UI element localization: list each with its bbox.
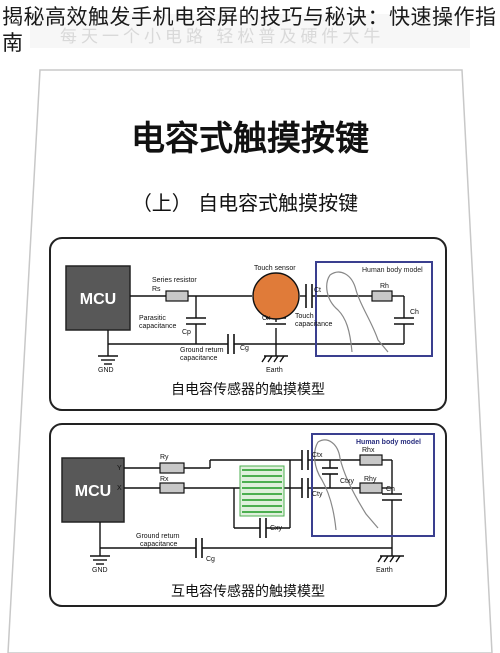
finger-outline — [326, 271, 389, 353]
ground-return-label-2a: Ground return — [136, 533, 180, 540]
ch-label: Ch — [410, 309, 419, 316]
capacitor-cty — [301, 478, 309, 498]
ch-label-2: Ch — [386, 486, 395, 493]
mcu-label-2: MCU — [75, 483, 111, 500]
subtitle: （上） 自电容式触摸按键 — [132, 191, 358, 215]
ground-return-label-1: Ground return — [180, 347, 224, 354]
touch-capacitance-label-2: capacitance — [295, 321, 332, 328]
rh-label: Rh — [380, 283, 389, 290]
x-pin-label: X — [117, 485, 122, 492]
y-pin-label: Y — [117, 465, 122, 472]
resistor-rhy — [359, 482, 383, 494]
gnd-label-2: GND — [92, 567, 108, 574]
top-banner — [30, 14, 470, 48]
ground-return-label-2b: capacitance — [140, 541, 177, 548]
cty-label: Cty — [312, 491, 323, 498]
ctxy-label: Ctxy — [340, 478, 355, 485]
rhy-label: Rhy — [364, 476, 377, 483]
page-title: 揭秘高效触发手机电容屏的技巧与秘诀：快速操作指南 — [2, 5, 497, 55]
parasitic-label-1: Parasitic — [139, 315, 166, 322]
capacitor-cxy — [259, 518, 267, 538]
earth-label: Earth — [266, 367, 283, 374]
cx-label: Cx — [262, 315, 271, 322]
ground-return-label-2: capacitance — [180, 355, 217, 362]
electrode-pattern — [239, 465, 285, 517]
touch-sensor-label: Touch sensor — [254, 265, 296, 272]
rs-label: Rs — [152, 286, 161, 293]
earth-symbol — [261, 355, 288, 363]
wires-2 — [99, 459, 393, 556]
capacitor-ch — [394, 317, 414, 325]
cp-label: Cp — [182, 329, 191, 336]
human-body-model-label: Human body model — [362, 267, 423, 274]
panel1-caption: 自电容传感器的触摸模型 — [171, 381, 325, 398]
resistor-rh — [371, 290, 393, 302]
panel-self-capacitance — [49, 237, 447, 411]
ground-symbol-gnd — [98, 355, 118, 365]
gnd-label: GND — [98, 367, 114, 374]
parasitic-label-2: capacitance — [139, 323, 176, 330]
capacitor-cg — [227, 334, 235, 354]
cg-label: Cg — [240, 345, 249, 352]
human-body-model-label-2: Human body model — [356, 439, 421, 446]
series-resistor-label: Series resistor — [152, 277, 197, 284]
ground-symbol-gnd-2 — [90, 555, 110, 565]
resistor-rs — [165, 290, 189, 302]
capacitor-cg-2 — [195, 538, 203, 558]
capacitor-ctxy — [322, 467, 338, 475]
mcu-block — [65, 265, 131, 331]
banner-text: 每天一个小电路 轻松普及硬件大牛 — [60, 27, 385, 47]
capacitor-ct — [305, 284, 313, 308]
ry-label: Ry — [160, 454, 169, 461]
human-body-model-box — [315, 261, 433, 357]
mcu-block-2 — [61, 457, 125, 523]
earth-symbol-2 — [377, 555, 404, 563]
touch-capacitance-label-1: Touch — [295, 313, 314, 320]
ctx-label: Ctx — [312, 452, 323, 459]
finger-outline-2 — [313, 439, 379, 531]
capacitor-ctx — [301, 450, 309, 470]
ct-label: Ct — [314, 287, 321, 294]
capacitor-ch-2 — [382, 493, 402, 501]
rx-label: Rx — [160, 476, 169, 483]
mcu-label: MCU — [80, 291, 116, 308]
earth-label-2: Earth — [376, 567, 393, 574]
rhx-label: Rhx — [362, 447, 375, 454]
touch-sensor-electrode — [252, 272, 300, 320]
resistor-rhx — [359, 454, 383, 466]
human-body-model-box-2 — [311, 433, 435, 537]
panel2-caption: 互电容传感器的触摸模型 — [171, 583, 325, 600]
resistor-rx — [159, 482, 185, 494]
main-title: 电容式触摸按键 — [131, 119, 369, 159]
resistor-ry — [159, 462, 185, 474]
cg-label-2: Cg — [206, 556, 215, 563]
cxy-label: Cxy — [270, 525, 283, 532]
capacitor-cp — [186, 317, 206, 325]
